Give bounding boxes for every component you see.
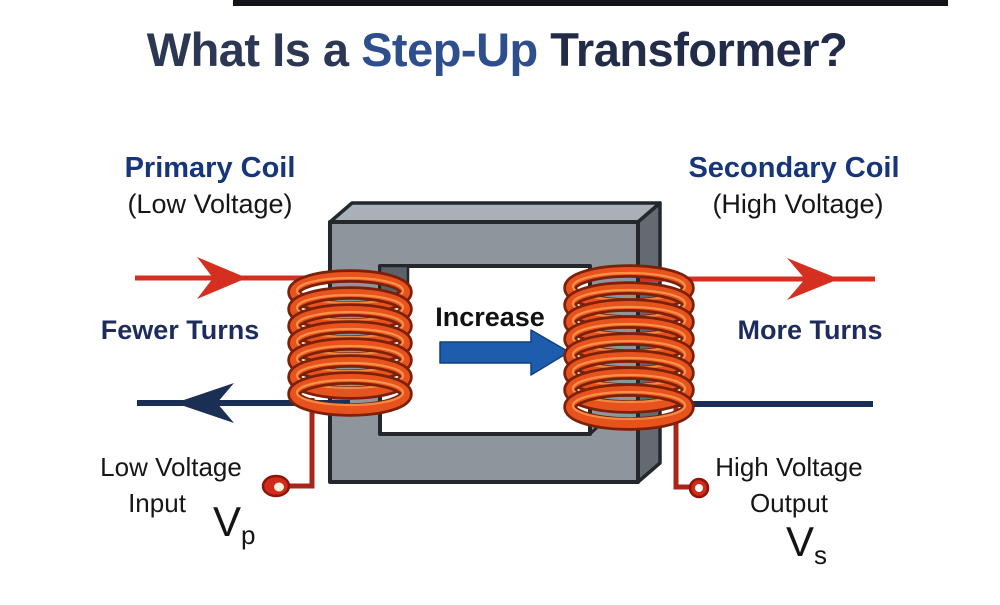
primary-coil-heading: Primary Coil (124, 152, 296, 184)
secondary-io-line1: High Voltage (715, 452, 863, 482)
current-out-arrowhead-icon (787, 258, 839, 300)
return-left-arrowhead-icon (175, 383, 234, 423)
coil-loop (295, 276, 405, 305)
title-text-2: Transformer? (537, 23, 848, 76)
current-in-arrowhead-icon (197, 257, 247, 299)
coil-loop (571, 390, 687, 421)
page-title: What Is a Step-Up Transformer? (147, 22, 848, 77)
coil-loop (566, 369, 692, 411)
secondary-symbol-base: V (786, 518, 815, 565)
secondary-turns-label: More Turns (737, 315, 883, 345)
secondary-io-line2: Output (749, 488, 829, 518)
secondary-coil-heading: Secondary Coil (688, 152, 900, 184)
primary-turns-label: Fewer Turns (100, 315, 260, 345)
primary-io-line1: Low Voltage (100, 452, 242, 482)
primary-voltage-note: (Low Voltage) (127, 189, 293, 219)
increase-label: Increase (435, 302, 545, 332)
primary-coil (287, 269, 413, 417)
coil-loop (295, 310, 405, 339)
primary-symbol-sub: p (241, 520, 256, 550)
coil-loop (295, 378, 405, 407)
coil-loop (571, 373, 687, 404)
primary-wire (290, 398, 315, 489)
primary-io-label: Low Voltage Input (100, 449, 242, 521)
primary-terminal-center (274, 482, 284, 492)
title-text-1: What Is a (146, 23, 362, 76)
secondary-symbol-sub: s (814, 540, 828, 570)
top-border-bar (233, 0, 948, 6)
secondary-io-label: High Voltage Output (715, 449, 862, 521)
increase-arrow-icon (439, 329, 570, 376)
coil-loop (290, 357, 410, 397)
coil-loop (290, 374, 410, 414)
title-text-highlight: Step-Up (361, 23, 538, 76)
coil-loop (295, 327, 405, 356)
secondary-symbol: Vs (786, 518, 827, 571)
primary-symbol-base: V (213, 498, 242, 545)
primary-io-line2: Input (128, 488, 186, 518)
coil-loop (295, 344, 405, 373)
core-top-face (328, 201, 662, 224)
coil-loop (295, 361, 405, 390)
coil-loop (566, 386, 692, 428)
secondary-coil (563, 264, 695, 431)
secondary-terminal-center (695, 484, 703, 492)
primary-symbol: Vp (213, 498, 255, 551)
secondary-voltage-note: (High Voltage) (712, 189, 884, 219)
coil-loop (295, 293, 405, 322)
